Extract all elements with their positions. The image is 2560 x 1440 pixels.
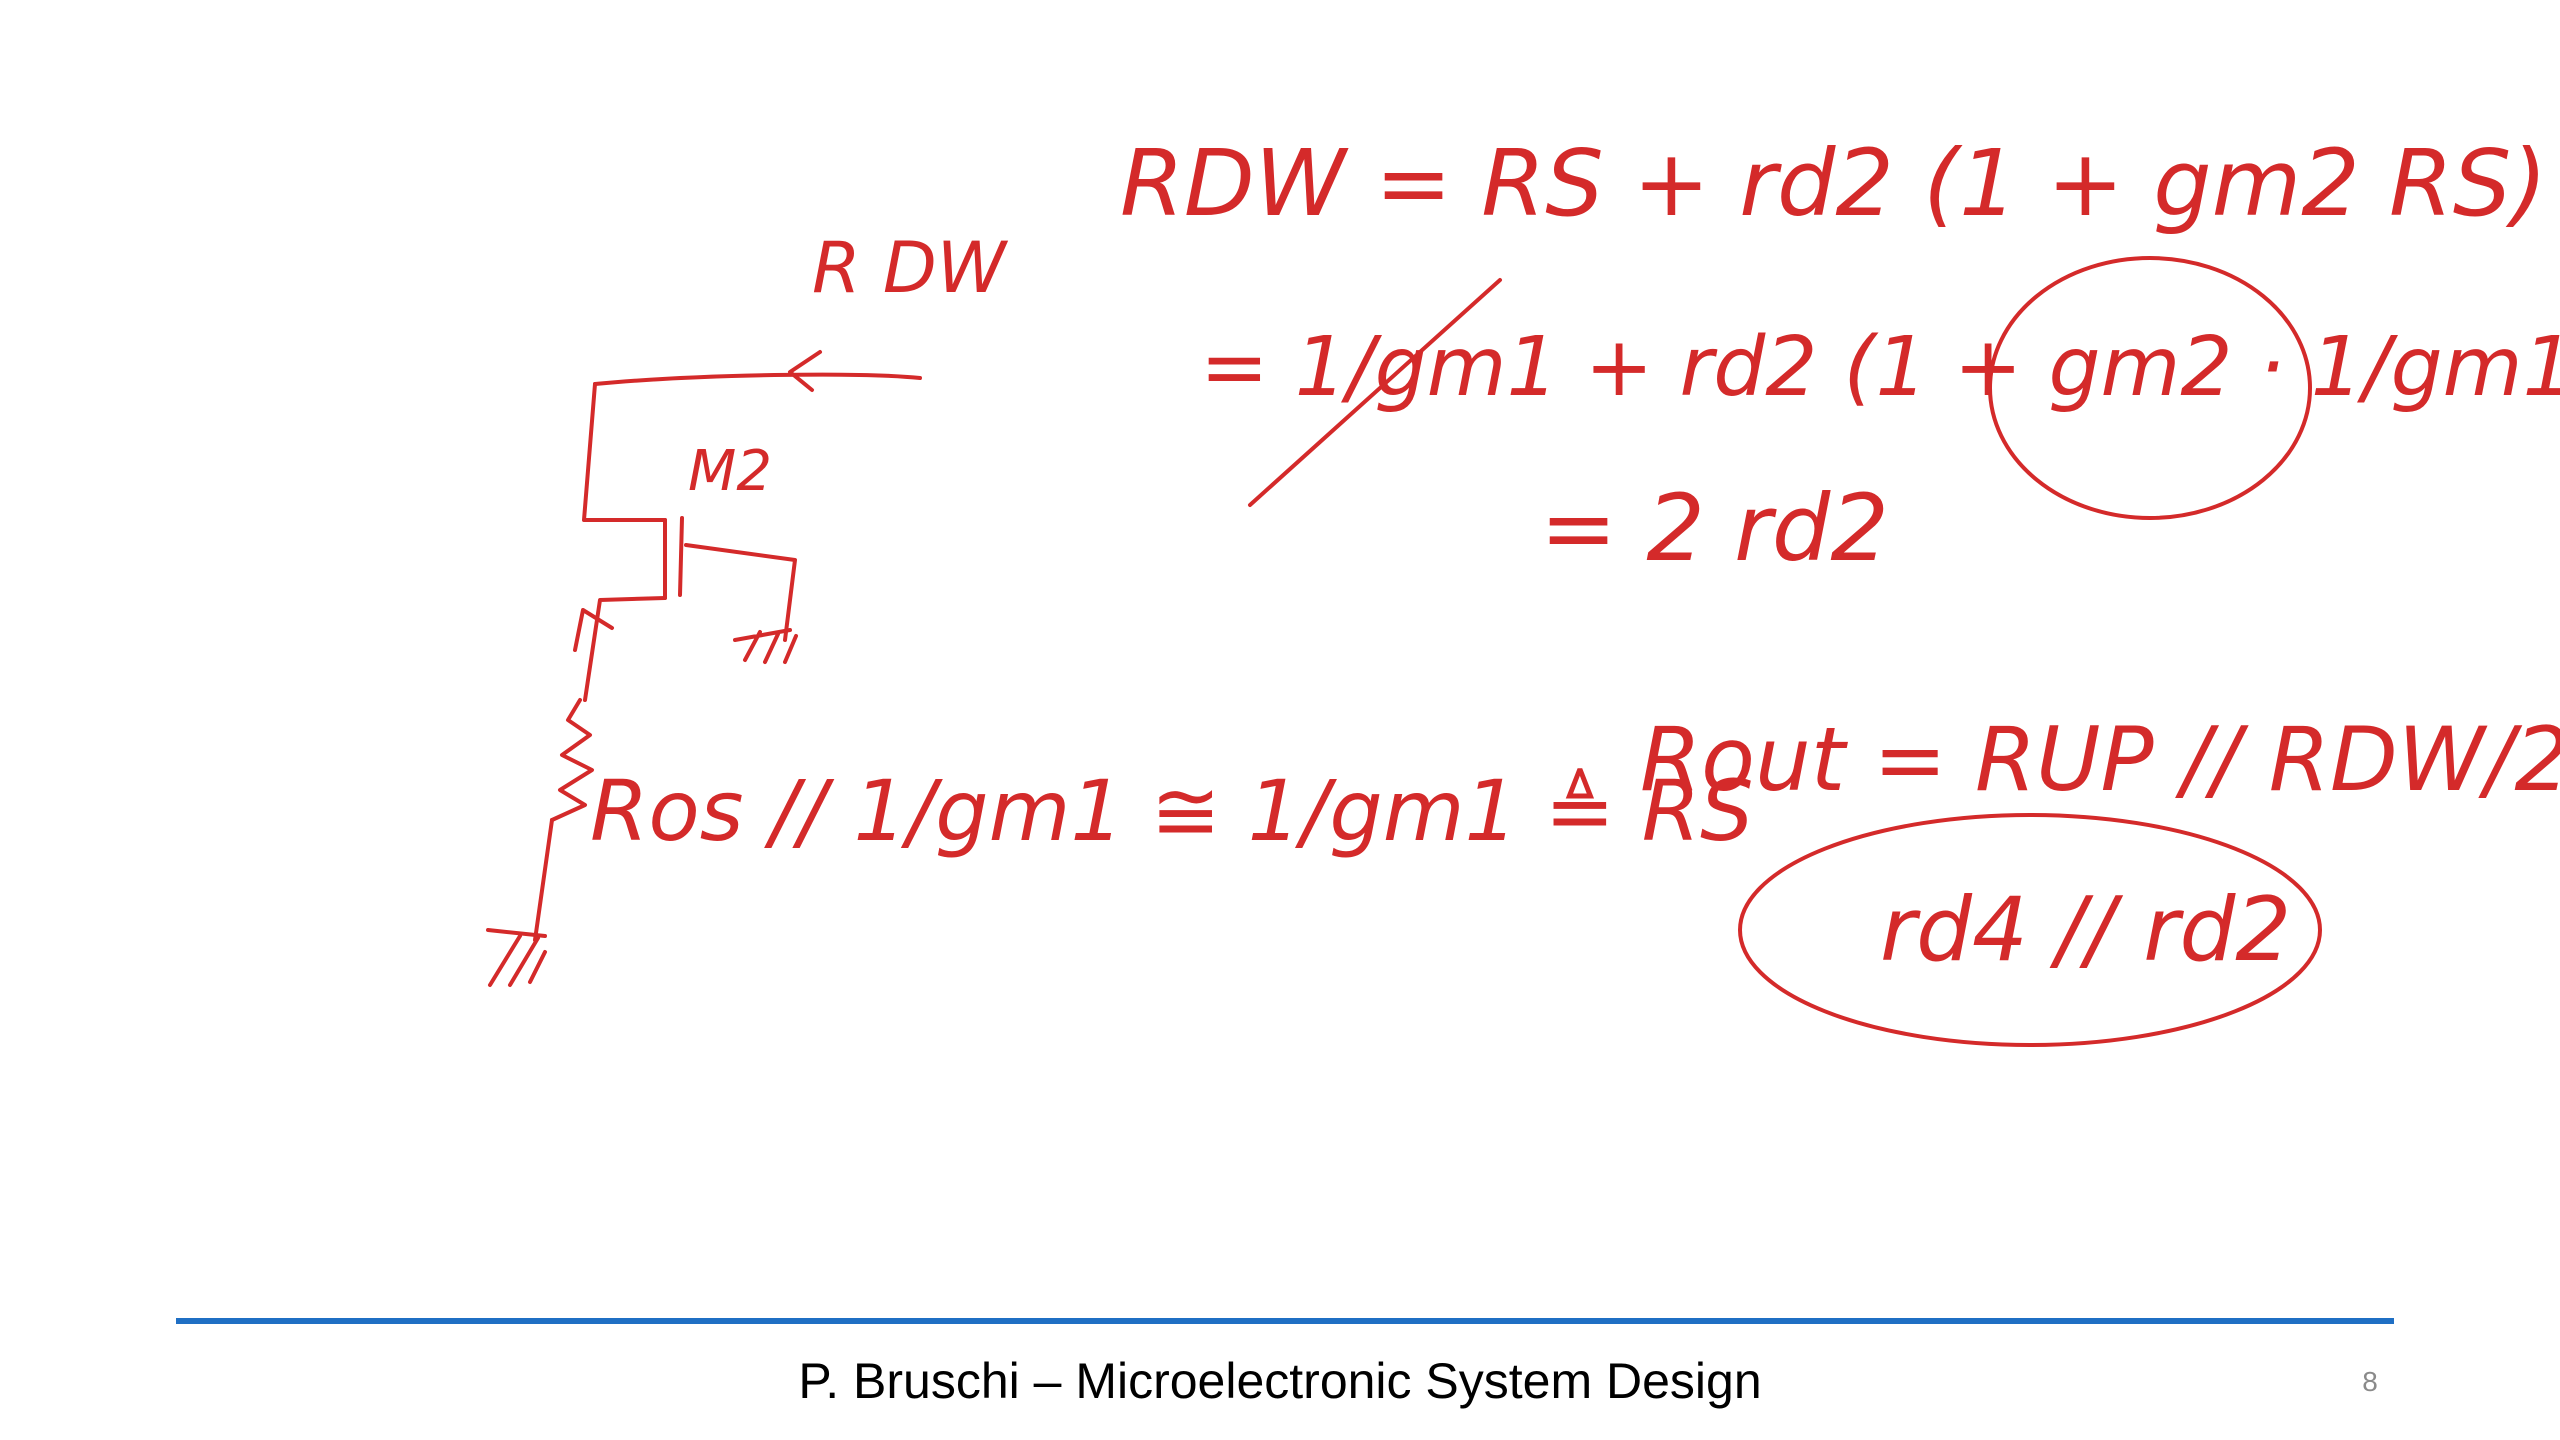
transistor-gate <box>678 516 684 597</box>
equation-block-left: Ros // 1/gm1 ≅ 1/gm1 ≜ RS <box>590 762 1753 860</box>
footer-title: P. Bruschi – Microelectronic System Desi… <box>798 1353 1762 1409</box>
drain-wire <box>582 382 667 522</box>
eq-result: rd4 // rd2 <box>1880 878 2291 981</box>
input-wire <box>593 372 922 386</box>
strike-line <box>1248 278 1502 507</box>
gate-ground <box>733 628 798 664</box>
source-wire <box>583 596 667 702</box>
resistor <box>550 698 594 822</box>
input-arrow-head <box>788 350 822 392</box>
circuit-sketch: R DW M2 <box>486 227 1009 987</box>
eq-line3: = 2 rd2 <box>1540 475 1889 582</box>
equation-block-top: RDW = RS + rd2 (1 + gm2 RS) = 1/gm1 + rd… <box>1120 130 2560 582</box>
page-number: 8 <box>2362 1366 2378 1397</box>
footer-rule <box>176 1318 2394 1324</box>
eq-line1: RDW = RS + rd2 (1 + gm2 RS) <box>1120 130 2547 237</box>
bottom-ground <box>486 928 547 987</box>
ground-wire <box>533 818 554 942</box>
eq-left: Ros // 1/gm1 ≅ 1/gm1 ≜ RS <box>590 762 1753 860</box>
circle-result <box>1738 813 2322 1047</box>
gate-wire <box>684 543 797 642</box>
label-rdw: R DW <box>812 227 1009 309</box>
equation-block-rout: Rout = RUP // RDW/2 = rd4 // rd2 <box>1640 708 2560 1047</box>
source-arrow-head <box>573 608 614 652</box>
label-m2: M2 <box>688 439 772 504</box>
eq-rout: Rout = RUP // RDW/2 = <box>1640 708 2560 811</box>
eq-line2: = 1/gm1 + rd2 (1 + gm2 · 1/gm1) <box>1200 320 2560 415</box>
circle-gm-term <box>1988 256 2312 520</box>
